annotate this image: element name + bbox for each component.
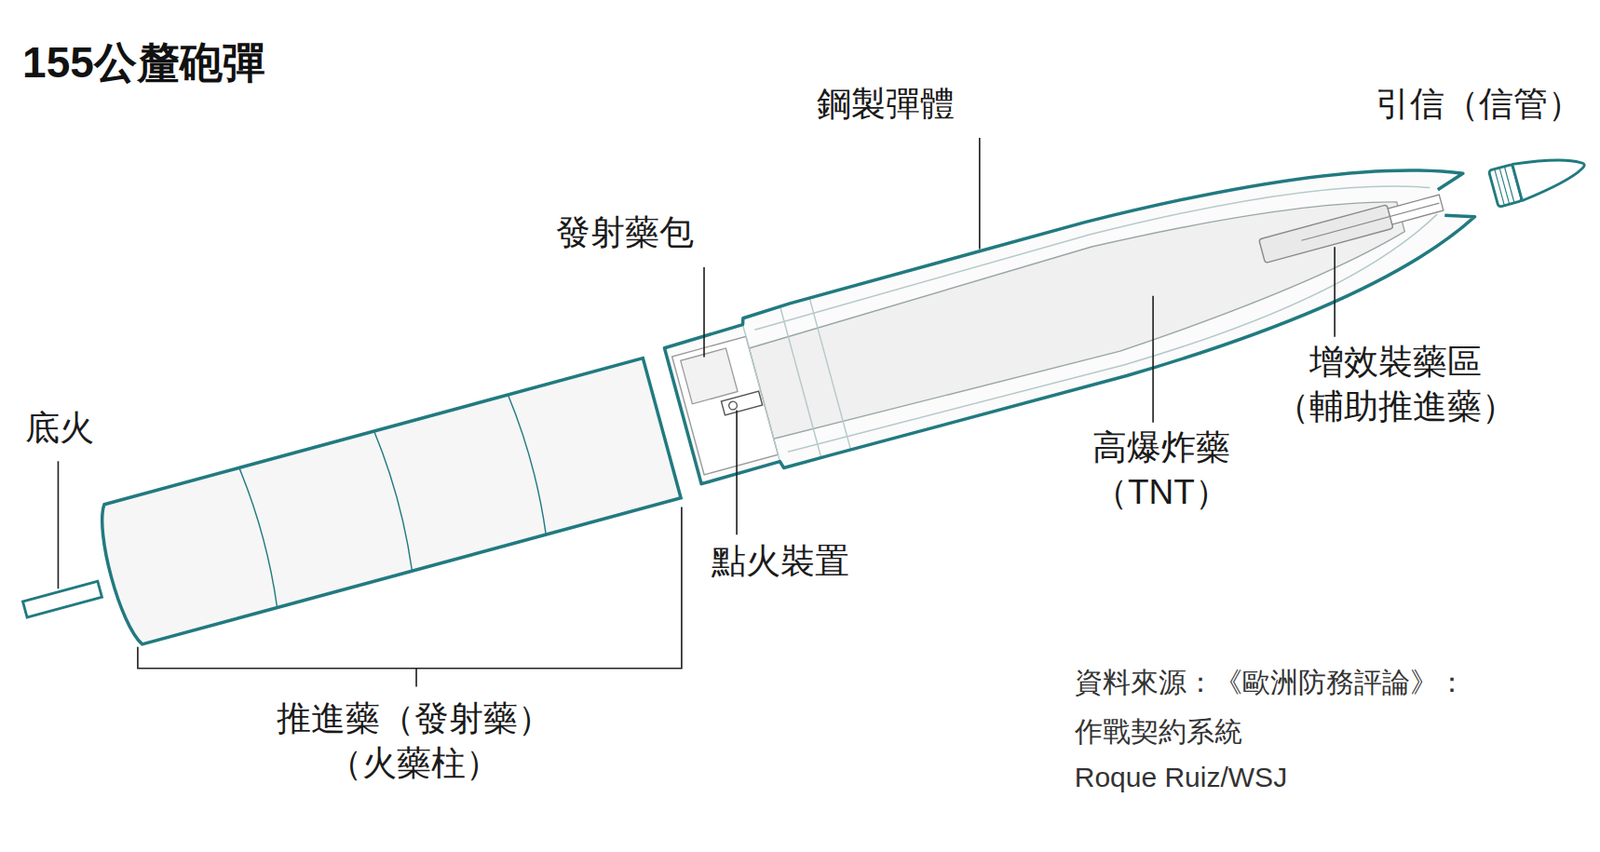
igniter xyxy=(720,391,762,416)
band-line xyxy=(742,325,780,462)
propellant-division xyxy=(239,466,283,608)
propellant-column xyxy=(92,358,681,649)
source-note: Roque Ruiz/WSJ xyxy=(1074,759,1288,796)
diagram-title: 155公釐砲彈 xyxy=(22,35,266,92)
booster-tube xyxy=(1301,203,1439,241)
bracket-tick xyxy=(415,668,418,688)
leader-line xyxy=(735,410,738,536)
leader-line xyxy=(1152,296,1154,423)
fuze-thread xyxy=(1505,167,1515,203)
propellant-division xyxy=(507,393,551,535)
projectile-fill xyxy=(661,122,1492,491)
part-label: 鋼製彈體 xyxy=(816,81,955,127)
bracket xyxy=(137,507,682,669)
source-note: 資料來源：《歐洲防務評論》： xyxy=(1074,664,1466,701)
part-label: 點火裝置 xyxy=(711,539,850,584)
fuze-thread xyxy=(1499,168,1509,204)
leader-line xyxy=(703,267,706,357)
leader-line xyxy=(1333,246,1336,337)
charge-bag xyxy=(680,348,738,405)
band-line xyxy=(780,307,822,459)
part-label: 底火 xyxy=(25,406,95,451)
leader-lines xyxy=(57,137,1335,687)
fuze-cone xyxy=(1512,146,1590,202)
propellant-division xyxy=(374,430,418,571)
shell-group xyxy=(0,92,1600,672)
part-label: 推進藥（發射藥） （火藥柱） xyxy=(275,696,554,787)
igniter-detail xyxy=(728,400,739,411)
primer-shape xyxy=(22,581,102,618)
part-label: 增效裝藥區 （輔助推進藥） xyxy=(1274,339,1518,430)
base-section xyxy=(672,336,779,475)
part-label: 高爆炸藥 （TNT） xyxy=(1091,425,1232,516)
leader-line xyxy=(978,137,981,249)
projectile-outline xyxy=(661,122,1492,491)
part-label: 引信（信管） xyxy=(1375,81,1583,127)
leader-line xyxy=(57,461,60,589)
part-label: 發射藥包 xyxy=(555,210,694,256)
band-line xyxy=(809,298,851,450)
source-note: 作戰契約系統 xyxy=(1074,713,1243,750)
fuze-thread xyxy=(1494,170,1505,205)
